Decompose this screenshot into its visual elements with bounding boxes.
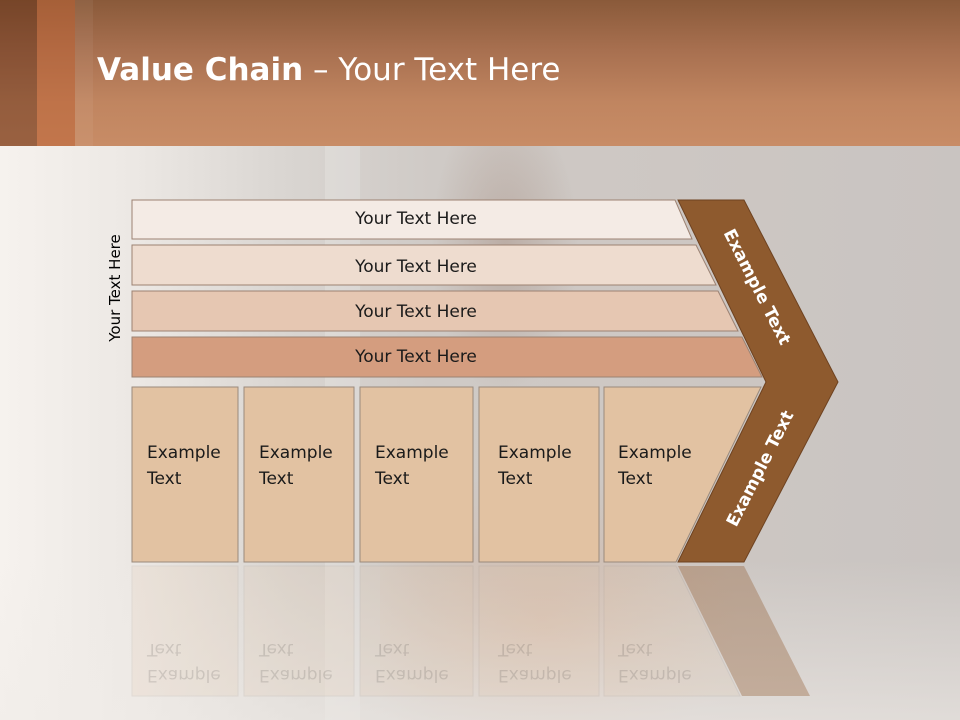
row-bar-2[interactable] [131, 244, 717, 286]
diagram-reflection [131, 565, 741, 697]
cell-label-line: Text [147, 639, 182, 659]
cell-label-line: Example [618, 665, 692, 685]
cell-box-5[interactable] [603, 386, 762, 563]
cell-label-line: Example [375, 443, 449, 463]
cell-label-line: Example [618, 443, 692, 463]
cell-label-line: Text [259, 469, 294, 489]
chevron-arrow[interactable] [677, 199, 839, 563]
cell-label-line: Example [259, 443, 333, 463]
cell-label-line: Text [618, 469, 653, 489]
cell-label-line: Example [147, 665, 221, 685]
cell-box-3[interactable] [359, 386, 474, 563]
cell-label-line: Text [498, 469, 533, 489]
row-label-4: Your Text Here [355, 347, 477, 367]
cell-label-line: Example [498, 665, 572, 685]
row-bar-1[interactable] [131, 199, 693, 240]
header-accent-strip [0, 0, 37, 146]
cell-box-2[interactable] [243, 386, 355, 563]
cell-label-line: Text [498, 639, 533, 659]
cell-label-reflection: Example Text [147, 636, 221, 688]
header-accent-strip [37, 0, 75, 146]
cell-label-line: Text [618, 639, 653, 659]
row-bar-3[interactable] [131, 290, 739, 332]
row-label-1: Your Text Here [355, 209, 477, 229]
cell-label-line: Text [147, 469, 182, 489]
cell-label-reflection: Example Text [375, 636, 449, 688]
cell-label-reflection: Example Text [498, 636, 572, 688]
row-bar-4[interactable] [131, 336, 763, 378]
row-label-2: Your Text Here [355, 257, 477, 277]
row-label-3: Your Text Here [355, 302, 477, 322]
cell-label-line: Example [259, 665, 333, 685]
title-bold: Value Chain [97, 52, 304, 88]
cell-label-line: Example [147, 443, 221, 463]
background-fade [0, 560, 960, 720]
cell-label-reflection: Example Text [618, 636, 692, 688]
cell-label-line: Text [259, 639, 294, 659]
header-band: Value Chain – Your Text Here [0, 0, 960, 146]
cell-box-1[interactable] [131, 386, 239, 563]
cell-label-line: Text [375, 639, 410, 659]
title-rest: – Your Text Here [303, 52, 561, 88]
cell-label-line: Text [375, 469, 410, 489]
cell-box-4[interactable] [478, 386, 600, 563]
cell-label-line: Example [498, 443, 572, 463]
cell-label-reflection: Example Text [259, 636, 333, 688]
chevron-reflection [678, 566, 810, 696]
cell-label-line: Example [375, 665, 449, 685]
header-accent-strip [75, 0, 93, 146]
slide-title[interactable]: Value Chain – Your Text Here [97, 52, 560, 88]
